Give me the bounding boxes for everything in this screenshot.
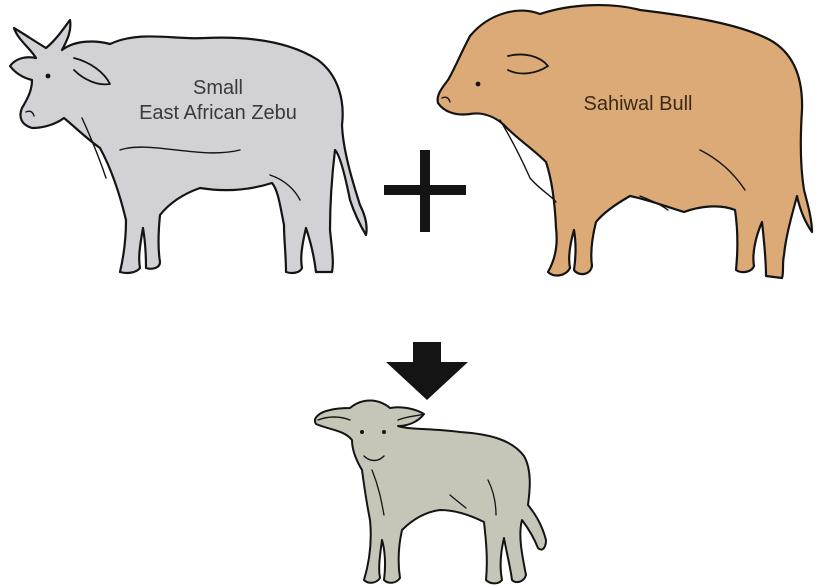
zebu-label-line-2: East African Zebu bbox=[118, 101, 318, 126]
sahiwal-eye bbox=[476, 82, 481, 87]
zebu-body bbox=[10, 20, 367, 273]
zebu-cow-illustration bbox=[10, 20, 367, 273]
offspring-calf-illustration bbox=[315, 401, 546, 584]
zebu-label: Small East African Zebu bbox=[118, 76, 318, 126]
calf-eye-right bbox=[382, 430, 386, 434]
sahiwal-label: Sahiwal Bull bbox=[548, 92, 728, 117]
plus-icon bbox=[384, 150, 466, 232]
sahiwal-bull-illustration bbox=[438, 5, 812, 278]
down-arrow-icon bbox=[386, 342, 468, 400]
zebu-eye bbox=[46, 74, 51, 79]
sahiwal-body bbox=[438, 5, 812, 278]
calf-eye-left bbox=[360, 430, 364, 434]
plus-vertical-bar bbox=[420, 150, 430, 232]
calf-body bbox=[315, 401, 546, 584]
zebu-label-line-1: Small bbox=[118, 76, 318, 101]
